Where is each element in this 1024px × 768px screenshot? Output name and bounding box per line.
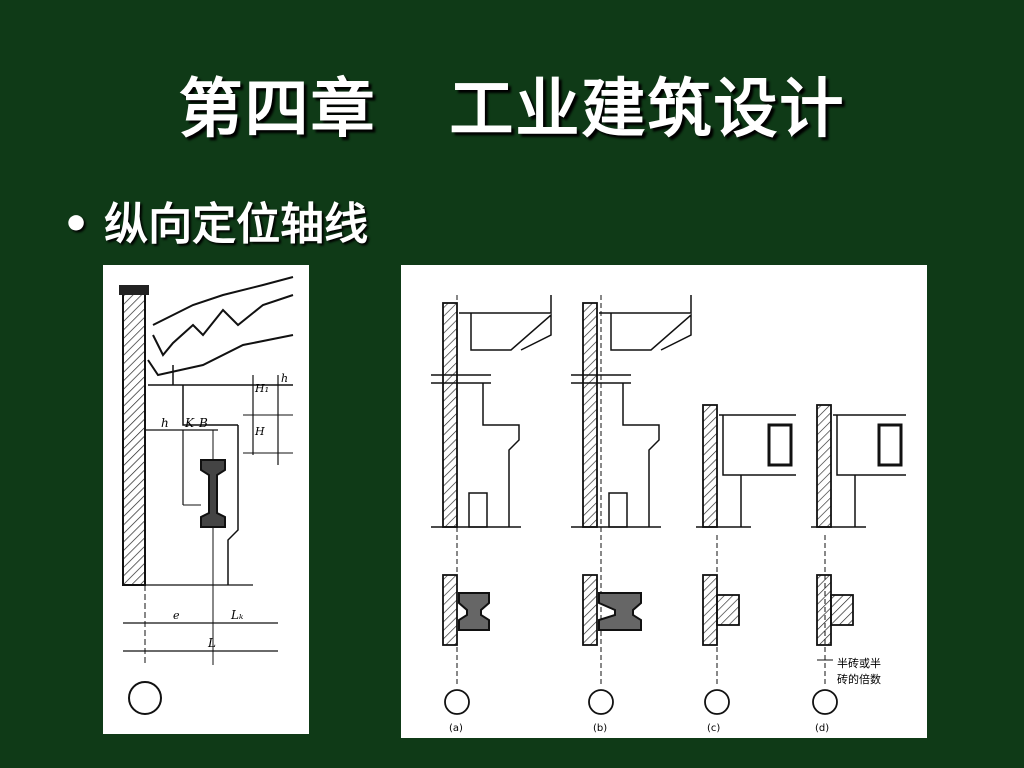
caption-b: (b) [593,723,607,734]
slide-title: 第四章 工业建筑设计 [178,73,846,147]
panel-a: (a) [431,295,552,734]
left-drawing-svg: H₁ h H h K B e Lₖ L [119,276,294,715]
bullet-item: • 纵向定位轴线 [62,188,368,252]
panel-c: (c) [696,404,796,734]
right-drawing-svg: (a) (b) (c) [431,295,906,734]
caption-a: (a) [449,723,463,734]
annotation-line-2: 砖的倍数 [837,672,881,686]
dim-label-L: L [207,636,216,650]
panel-b: (b) [571,295,692,734]
right-detail-drawings: (a) (b) (c) [401,265,927,738]
caption-d: (d) [815,723,829,734]
axis-bubble [128,681,162,715]
dim-label-B: B [198,416,208,430]
bullet-text: 纵向定位轴线 [104,199,369,250]
dim-label-Lk: Lₖ [230,608,244,622]
dim-label-K: K [184,416,195,430]
dim-label-H: H [254,425,265,438]
bullet-dot-icon: • [62,199,91,250]
left-section-drawing: H₁ h H h K B e Lₖ L [103,265,309,734]
dim-label-e: e [173,609,180,622]
panel-d: 半砖或半 砖的倍数 (d) [811,404,906,734]
crane-beam-section [200,459,226,528]
dim-label-h: h [161,416,169,430]
wall-hatch [122,292,146,586]
annotation-line-1: 半砖或半 [837,656,881,670]
caption-c: (c) [707,723,720,734]
wall-cap [119,285,149,295]
dim-label-h1: H₁ [254,382,269,395]
dim-label-h-top: h [281,372,288,385]
